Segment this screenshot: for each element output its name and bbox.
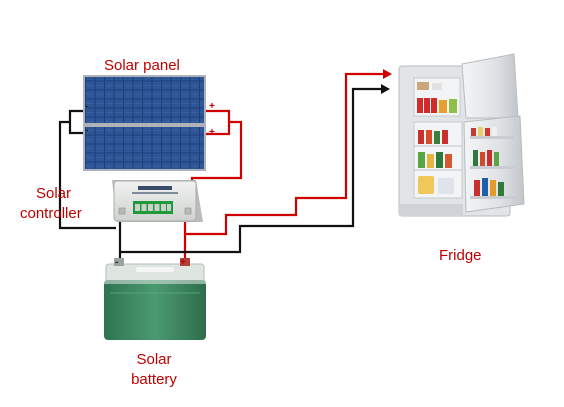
controller-terminal-block (133, 201, 173, 214)
solar-panel-bottom (83, 125, 206, 171)
negative-arrowhead (381, 84, 390, 94)
fridge-image (398, 53, 525, 217)
battery-negative-mark: - (115, 257, 119, 268)
solar-controller-label-line2: controller (20, 205, 82, 222)
solar-battery-label-line1: Solar (136, 351, 172, 368)
fridge-label: Fridge (439, 247, 482, 264)
panel-bottom-negative-mark: - (85, 125, 89, 136)
solar-panel (83, 75, 206, 171)
controller-fridge-positive-wire (185, 72, 385, 236)
controller-fridge-negative-wire (120, 87, 383, 254)
solar-battery-label-line2: battery (131, 371, 177, 388)
solar-controller-label-line1: Solar (36, 185, 72, 202)
solar-battery-body (104, 258, 206, 340)
solar-controller (112, 180, 203, 222)
solar-panel-label: Solar panel (104, 57, 180, 74)
battery-positive-mark: + (180, 257, 186, 268)
positive-arrowhead (383, 69, 392, 79)
solar-panel-top (83, 75, 206, 125)
panel-negative-wires (58, 109, 116, 230)
panel-top-negative-mark: - (85, 101, 89, 112)
panel-bottom-positive-mark: + (209, 127, 215, 138)
panel-top-positive-mark: + (209, 101, 215, 112)
